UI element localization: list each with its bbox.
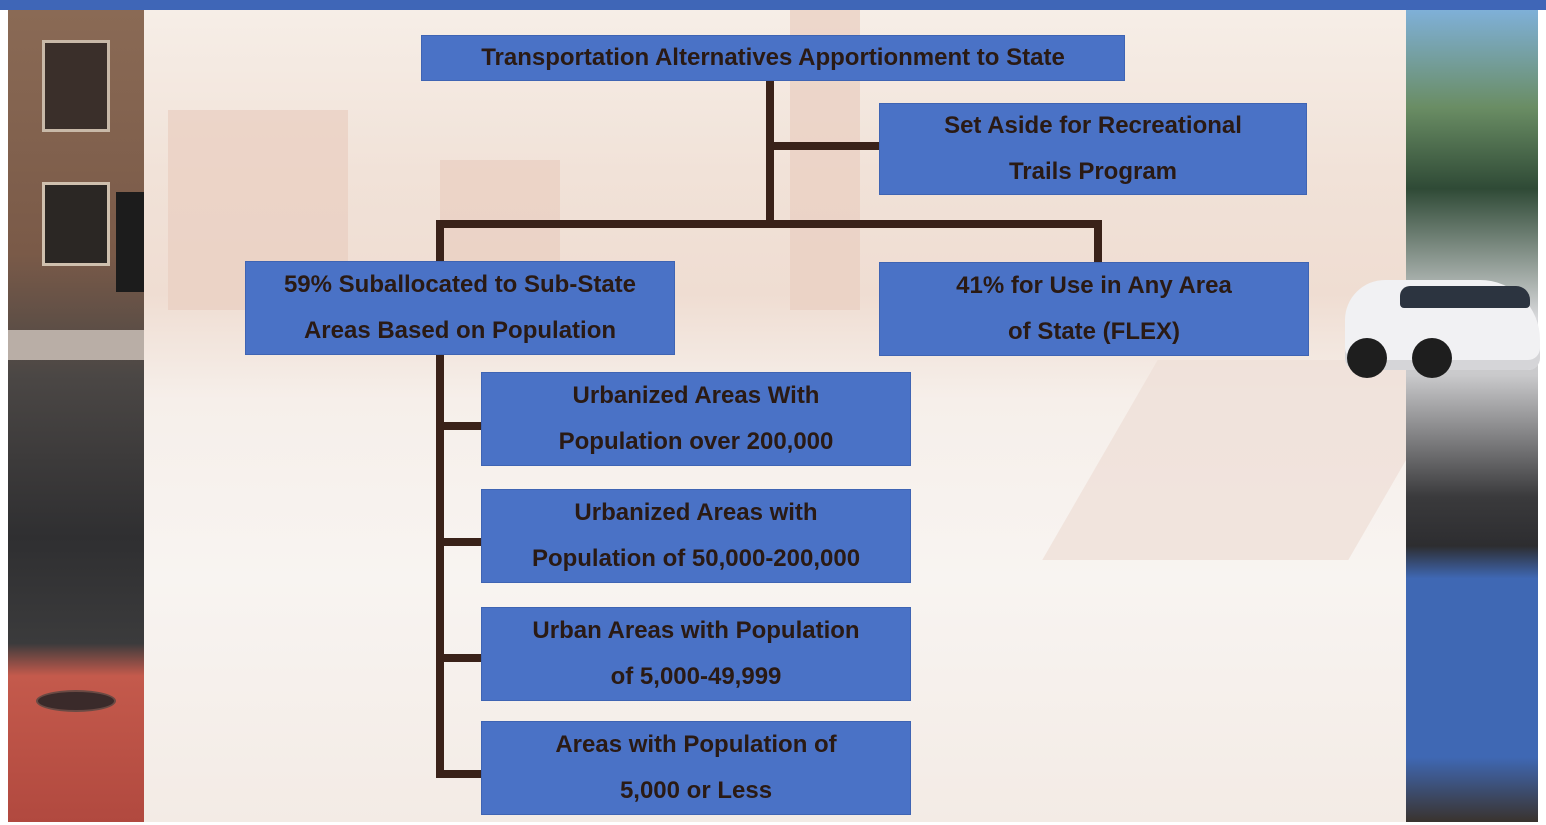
suballocated-box: 59% Suballocated to Sub-State Areas Base… xyxy=(246,262,674,354)
car-window xyxy=(1400,286,1530,308)
connector-split-horizontal xyxy=(436,220,1102,228)
set-aside-label-line1: Set Aside for Recreational xyxy=(944,112,1242,139)
sub-area-4-line1: Areas with Population of xyxy=(555,731,837,758)
sub-area-2-line1: Urbanized Areas with xyxy=(574,499,818,526)
sub-area-box-3: Urban Areas with Population of 5,000-49,… xyxy=(482,608,910,700)
sub-area-box-4: Areas with Population of 5,000 or Less xyxy=(482,722,910,814)
connector-to-sub-area-4 xyxy=(436,770,484,778)
sidewalk xyxy=(8,330,144,360)
set-aside-label-line2: Trails Program xyxy=(1008,158,1178,185)
sub-area-1-line1: Urbanized Areas With xyxy=(572,382,820,409)
suballocated-label-line2: Areas Based on Population xyxy=(303,317,617,344)
connector-to-suballocated xyxy=(436,220,444,264)
car-wheel xyxy=(1347,338,1387,378)
left-photo-strip xyxy=(8,10,144,822)
root-box: Transportation Alternatives Apportionmen… xyxy=(422,36,1124,80)
connector-to-flex xyxy=(1094,220,1102,264)
building-window xyxy=(42,182,110,266)
sub-area-3-line1: Urban Areas with Population xyxy=(532,617,860,644)
sub-area-4-line2: 5,000 or Less xyxy=(619,777,773,804)
car-wheel xyxy=(1412,338,1452,378)
sub-area-2-line2: Population of 50,000-200,000 xyxy=(531,545,861,572)
connector-sub-trunk xyxy=(436,352,444,778)
connector-to-sub-area-1 xyxy=(436,422,484,430)
right-photo-strip xyxy=(1406,10,1538,822)
flex-box: 41% for Use in Any Area of State (FLEX) xyxy=(880,263,1308,355)
building-window xyxy=(42,40,110,132)
connector-to-sub-area-3 xyxy=(436,654,484,662)
sub-area-box-1: Urbanized Areas With Population over 200… xyxy=(482,373,910,465)
sub-area-1-line2: Population over 200,000 xyxy=(558,428,834,455)
flex-label-line1: 41% for Use in Any Area xyxy=(956,272,1232,299)
suballocated-label-line1: 59% Suballocated to Sub-State xyxy=(283,271,637,298)
root-label: Transportation Alternatives Apportionmen… xyxy=(481,44,1065,71)
building-door xyxy=(116,192,144,292)
connector-to-set-aside xyxy=(770,142,880,150)
set-aside-box: Set Aside for Recreational Trails Progra… xyxy=(880,104,1306,194)
top-accent-bar xyxy=(0,0,1546,10)
connector-to-sub-area-2 xyxy=(436,538,484,546)
manhole-cover xyxy=(36,690,116,712)
sub-area-3-line2: of 5,000-49,999 xyxy=(610,663,782,690)
flex-label-line2: of State (FLEX) xyxy=(1008,318,1180,345)
sub-area-box-2: Urbanized Areas with Population of 50,00… xyxy=(482,490,910,582)
connector-root-trunk xyxy=(766,78,774,228)
